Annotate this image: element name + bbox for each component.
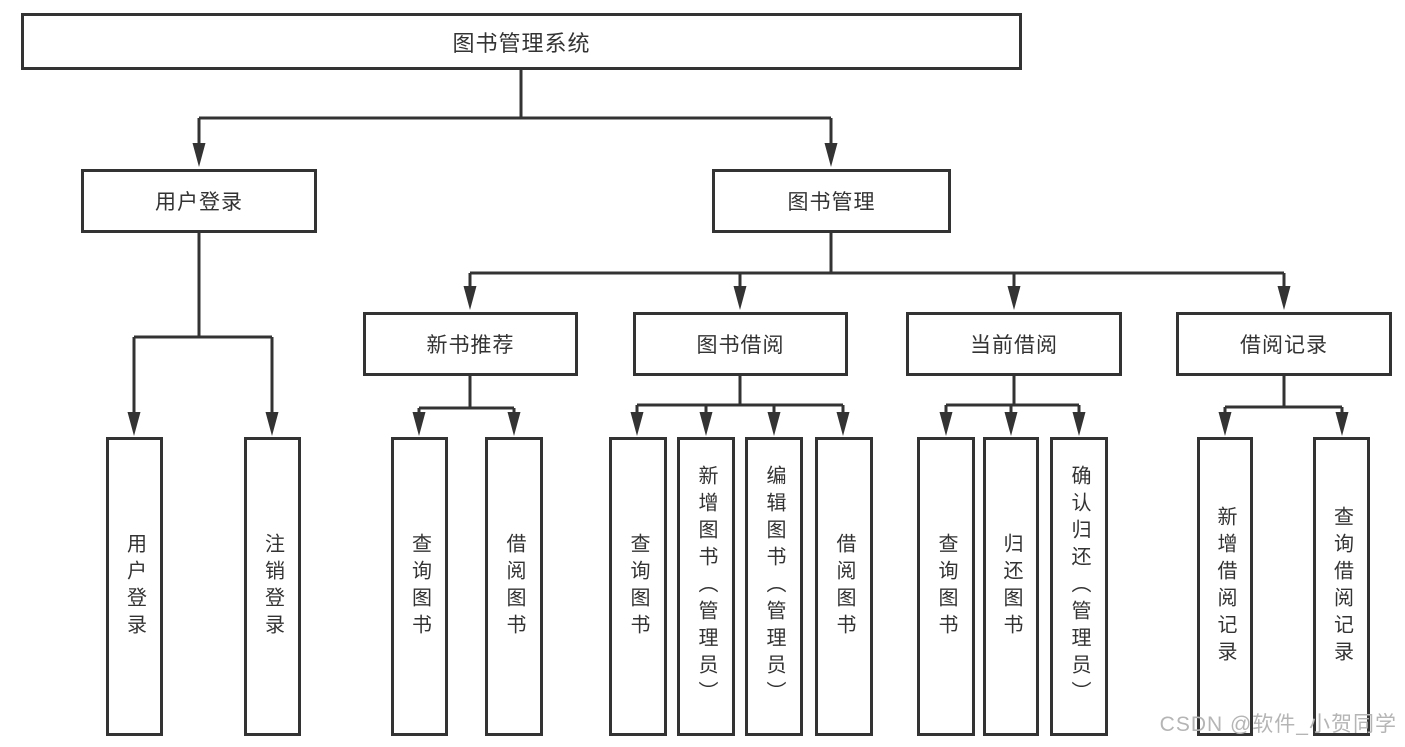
- node-library-management-system: 图书管理系统: [21, 13, 1022, 70]
- node-user-login: 用户登录: [81, 169, 317, 233]
- csdn-watermark: CSDN @软件_小贺同学: [1159, 713, 1397, 736]
- node-leaf-query-books-current: 查询图书: [917, 437, 975, 736]
- node-label: 图书借阅: [696, 334, 785, 357]
- node-leaf-borrow-books-recommend: 借阅图书: [485, 437, 543, 736]
- node-label: 查询图书: [627, 532, 649, 641]
- node-label: 归还图书: [1000, 532, 1022, 641]
- node-leaf-return-books: 归还图书: [983, 437, 1039, 736]
- node-label: 图书管理: [787, 191, 876, 214]
- node-leaf-confirm-return-admin: 确认归还（管理员）: [1050, 437, 1108, 736]
- node-label: 新增图书（管理员）: [695, 465, 717, 708]
- node-leaf-logout: 注销登录: [244, 437, 301, 736]
- node-leaf-user-login: 用户登录: [106, 437, 163, 736]
- node-current-borrow: 当前借阅: [906, 312, 1122, 376]
- node-leaf-borrow-books: 借阅图书: [815, 437, 873, 736]
- node-leaf-add-books-admin: 新增图书（管理员）: [677, 437, 735, 736]
- node-label: 新增借阅记录: [1214, 505, 1236, 668]
- node-label: 借阅图书: [833, 532, 855, 641]
- node-label: 查询图书: [408, 532, 431, 641]
- node-label: 注销登录: [261, 532, 284, 641]
- node-label: 用户登录: [155, 191, 243, 214]
- node-leaf-query-borrow-record: 查询借阅记录: [1313, 437, 1370, 736]
- node-leaf-query-books: 查询图书: [609, 437, 667, 736]
- node-label: 确认归还（管理员）: [1068, 465, 1090, 708]
- node-label: 借阅记录: [1240, 334, 1328, 357]
- node-label: 编辑图书（管理员）: [763, 465, 785, 708]
- node-leaf-query-books-recommend: 查询图书: [391, 437, 448, 736]
- node-leaf-add-borrow-record: 新增借阅记录: [1197, 437, 1253, 736]
- node-book-management: 图书管理: [712, 169, 951, 233]
- node-label: 查询图书: [935, 532, 957, 641]
- node-borrow-records: 借阅记录: [1176, 312, 1392, 376]
- node-label: 用户登录: [123, 532, 146, 641]
- node-book-borrow: 图书借阅: [633, 312, 848, 376]
- node-label: 新书推荐: [426, 334, 515, 357]
- node-label: 当前借阅: [970, 334, 1058, 357]
- node-new-book-recommend: 新书推荐: [363, 312, 578, 376]
- node-label: 查询借阅记录: [1330, 505, 1353, 668]
- node-leaf-edit-books-admin: 编辑图书（管理员）: [745, 437, 803, 736]
- node-label: 借阅图书: [503, 532, 525, 641]
- arrowheads: [127, 143, 1349, 436]
- node-label: 图书管理系统: [452, 30, 591, 56]
